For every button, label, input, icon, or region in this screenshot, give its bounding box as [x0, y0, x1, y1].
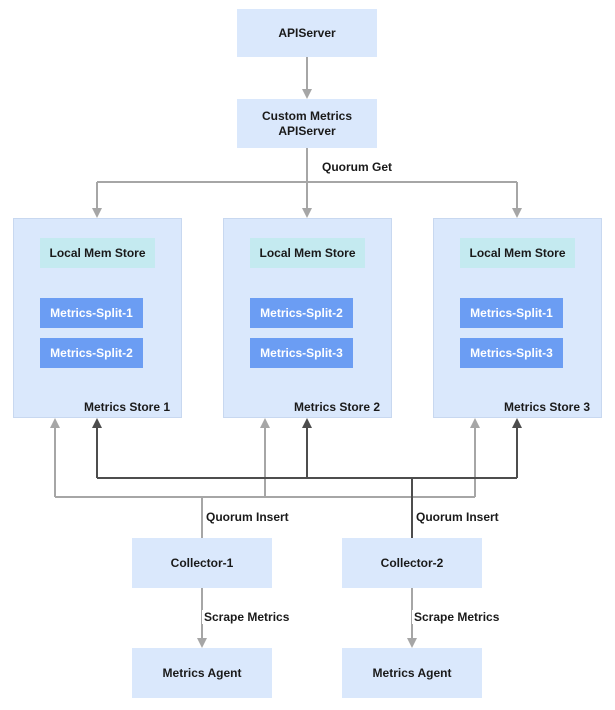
apiserver-node[interactable]: APIServer — [237, 9, 377, 57]
metrics-split-box[interactable]: Metrics-Split-2 — [40, 338, 143, 368]
scrape-metrics-label-1: Scrape Metrics — [202, 610, 292, 624]
metrics-split-box[interactable]: Metrics-Split-3 — [460, 338, 563, 368]
quorum-insert-label-1: Quorum Insert — [204, 510, 291, 524]
custom-metrics-apiserver-node[interactable]: Custom Metrics APIServer — [237, 99, 377, 148]
scrape-metrics-label-2: Scrape Metrics — [412, 610, 502, 624]
collector-2-node[interactable]: Collector-2 — [342, 538, 482, 588]
local-mem-store-2[interactable]: Local Mem Store — [250, 238, 365, 268]
metrics-split-box[interactable]: Metrics-Split-3 — [250, 338, 353, 368]
metrics-agent-1-node[interactable]: Metrics Agent — [132, 648, 272, 698]
metrics-store-1-label: Metrics Store 1 — [84, 400, 171, 414]
metrics-split-box[interactable]: Metrics-Split-1 — [460, 298, 563, 328]
quorum-get-label: Quorum Get — [320, 160, 395, 174]
metrics-agent-2-node[interactable]: Metrics Agent — [342, 648, 482, 698]
metrics-split-box[interactable]: Metrics-Split-2 — [250, 298, 353, 328]
collector-1-node[interactable]: Collector-1 — [132, 538, 272, 588]
quorum-insert-label-2: Quorum Insert — [414, 510, 501, 524]
local-mem-store-3[interactable]: Local Mem Store — [460, 238, 575, 268]
metrics-split-box[interactable]: Metrics-Split-1 — [40, 298, 143, 328]
metrics-store-3-label: Metrics Store 3 — [504, 400, 591, 414]
metrics-store-2-label: Metrics Store 2 — [294, 400, 381, 414]
local-mem-store-1[interactable]: Local Mem Store — [40, 238, 155, 268]
